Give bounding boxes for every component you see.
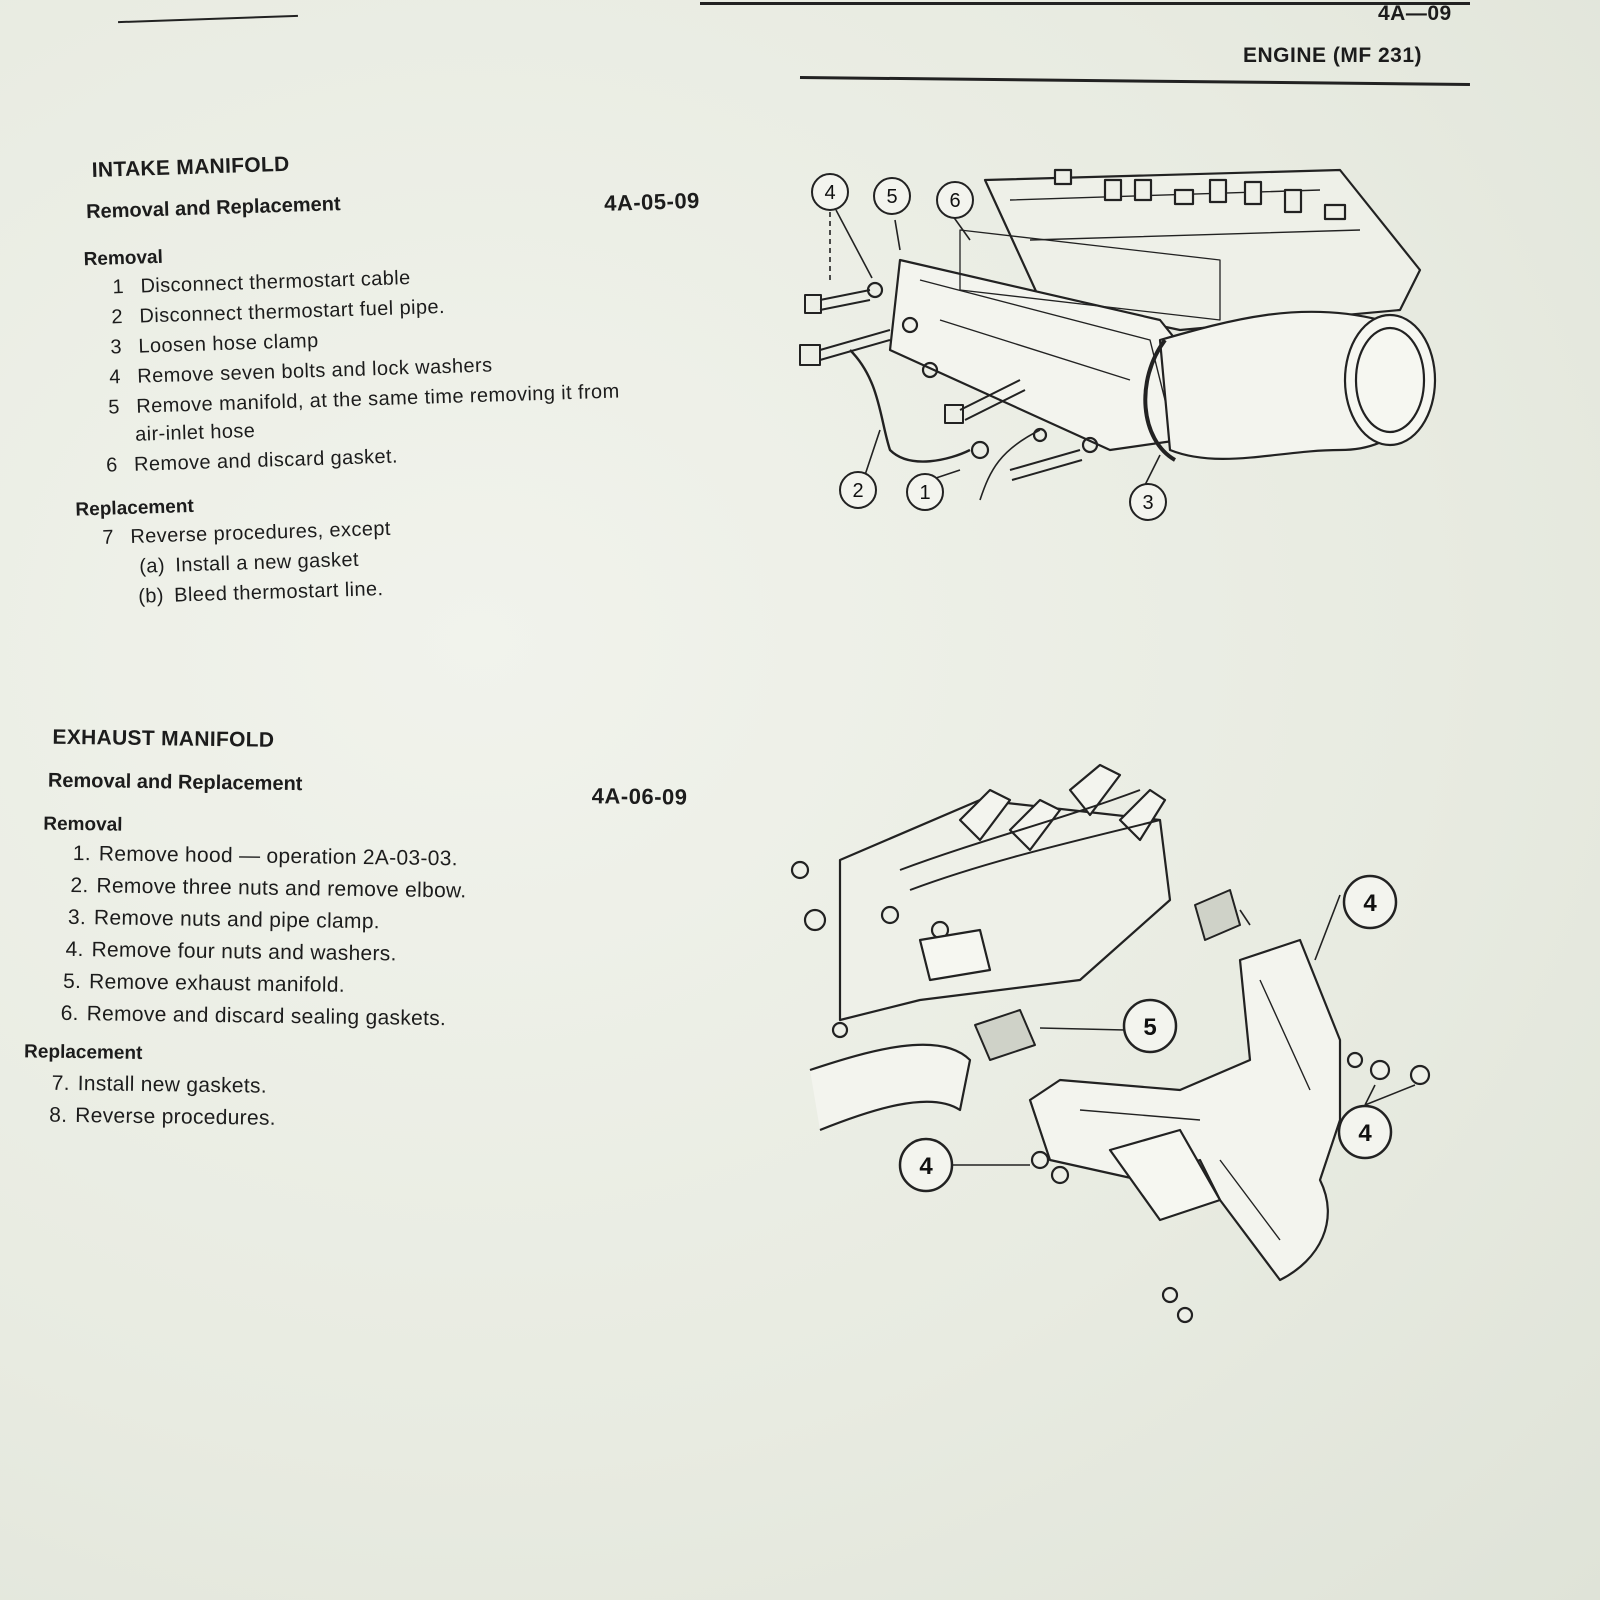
exhaust-step-7: 7.Install new gaskets. (51, 1071, 268, 1098)
exhaust-step-8: 8.Reverse procedures. (49, 1103, 277, 1130)
exhaust-section: EXHAUST MANIFOLD Removal and Replacement… (0, 0, 773, 1600)
exhaust-step-1: 1.Remove hood — operation 2A-03-03. (72, 841, 458, 871)
callout-4-right: 4 (1358, 1120, 1372, 1147)
sealing-gasket-lower (974, 1009, 1036, 1061)
exhaust-manifold (1028, 938, 1342, 1282)
exhaust-removal-label: Removal (43, 813, 123, 836)
gasket (959, 229, 1221, 321)
exhaust-code: 4A-06-09 (591, 783, 688, 810)
callout-4-left: 4 (919, 1153, 933, 1180)
thermostart-fuel-pipe (849, 349, 971, 463)
top-rule-right (700, 2, 1470, 5)
exhaust-step-4: 4.Remove four nuts and washers. (65, 937, 397, 966)
hose-clamp (1143, 338, 1177, 462)
bolts (799, 289, 1083, 481)
exhaust-step-6: 6.Remove and discard sealing gaskets. (60, 1001, 447, 1031)
fuel-pipes (899, 789, 1161, 891)
callout-1: 1 (919, 482, 930, 504)
exhaust-step-3: 3.Remove nuts and pipe clamp. (67, 905, 381, 934)
exhaust-step-5: 5.Remove exhaust manifold. (62, 969, 346, 997)
callout-4-top: 4 (1363, 890, 1377, 917)
intake-callouts: 4 5 6 2 1 3 (811, 173, 1167, 521)
thermostart-cable (979, 429, 1041, 501)
hose-outlet (1343, 313, 1437, 447)
manifold-flange (1108, 1128, 1222, 1222)
exhaust-port-1 (918, 928, 992, 982)
sealing-gasket-upper (1194, 889, 1241, 941)
exhaust-replacement-label: Replacement (23, 1041, 143, 1064)
callout-4: 4 (824, 182, 835, 204)
engine-side (838, 798, 1172, 1022)
callout-5: 5 (886, 186, 897, 208)
exhaust-step-2: 2.Remove three nuts and remove elbow. (70, 873, 467, 903)
exhaust-callouts: 4 5 4 4 (898, 874, 1398, 1193)
page-number: 4A—09 (1378, 2, 1452, 25)
lock-washers (866, 281, 1099, 460)
exhaust-pipe-left (809, 1043, 972, 1132)
head-nuts (1053, 168, 1347, 221)
callout-6: 6 (949, 190, 960, 212)
section-title: ENGINE (MF 231) (1243, 44, 1423, 67)
nuts (1030, 1051, 1431, 1324)
section-rule (799, 76, 1470, 87)
callout-2: 2 (852, 480, 863, 502)
exhaust-subtitle: Removal and Replacement (47, 769, 303, 796)
exhaust-title: EXHAUST MANIFOLD (52, 725, 275, 752)
callout-5-gasket: 5 (1143, 1014, 1156, 1041)
exhaust-manifold-diagram: 4 5 4 4 (790, 763, 1431, 1324)
callout-3: 3 (1142, 492, 1153, 514)
intake-manifold-diagram: 4 5 6 2 1 3 (799, 168, 1437, 521)
